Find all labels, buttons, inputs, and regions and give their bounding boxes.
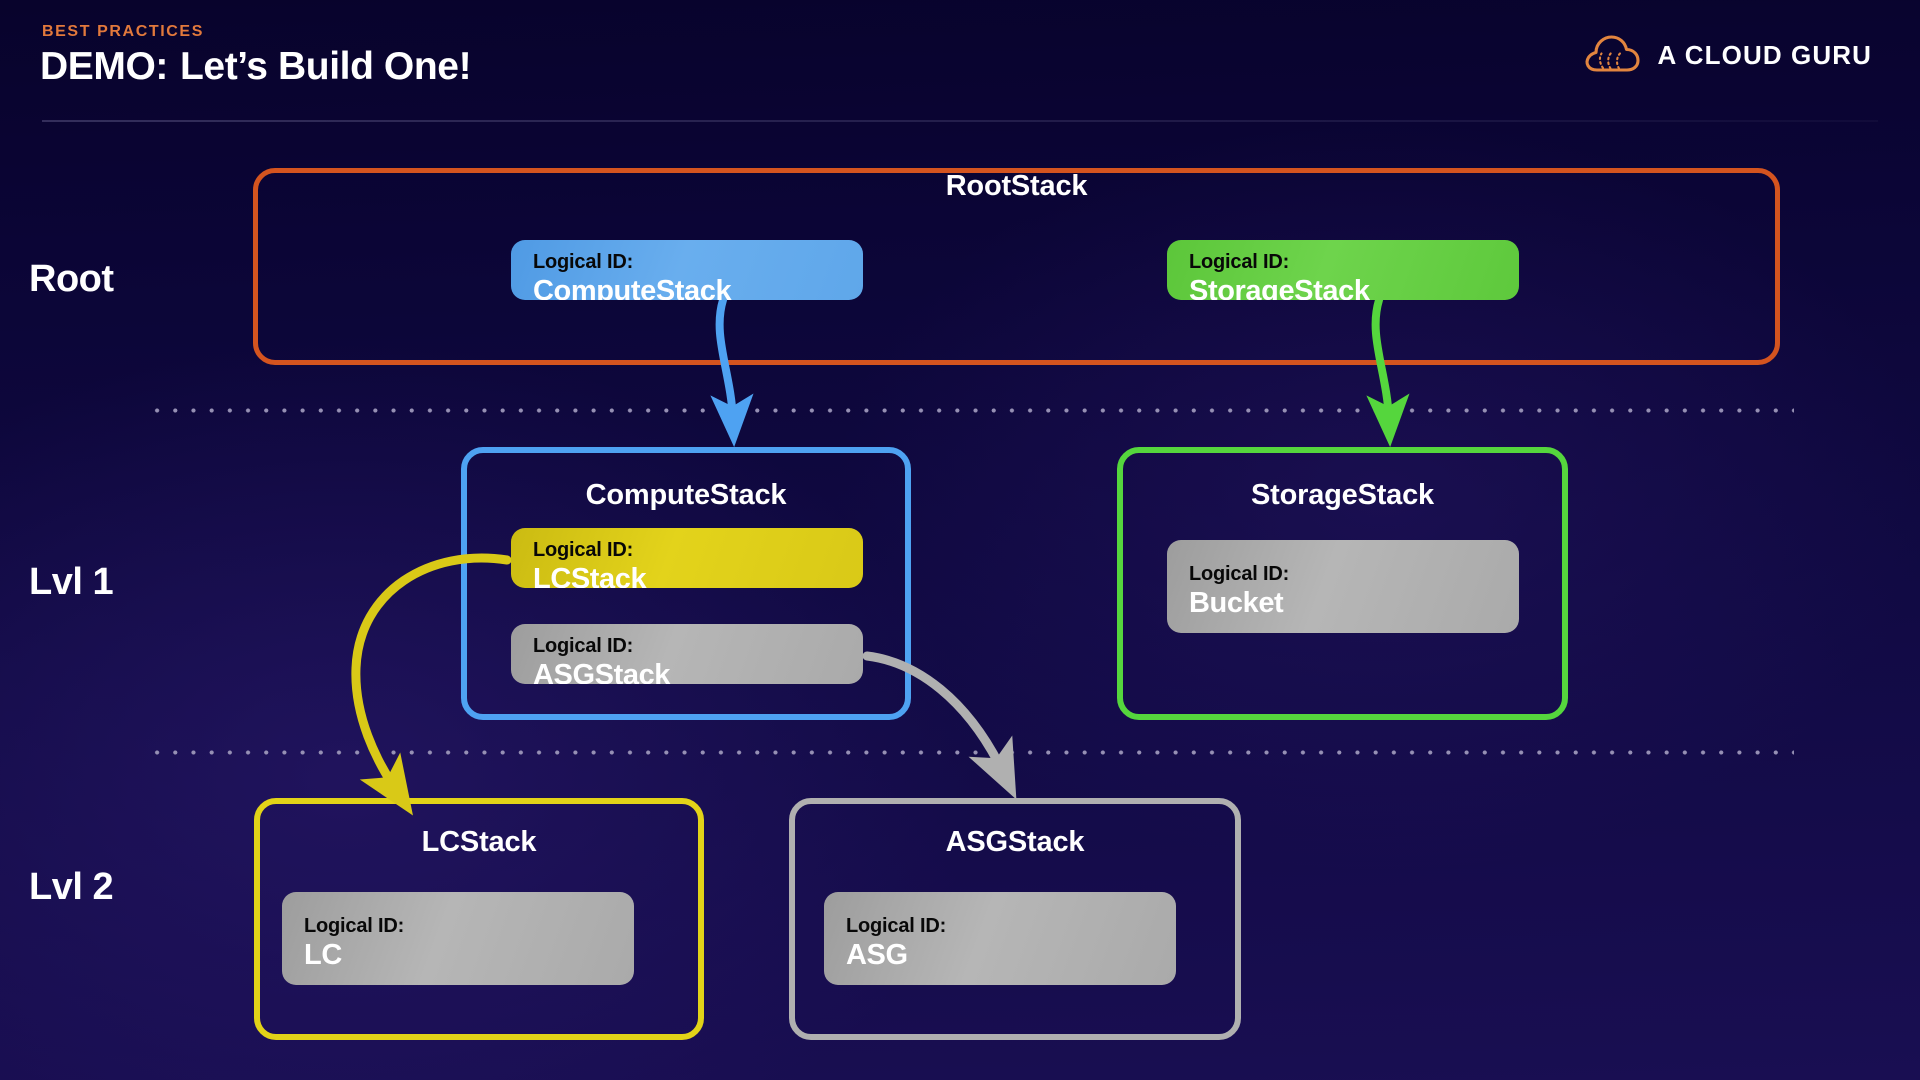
logical-id-label: Logical ID: [533, 251, 634, 273]
group-box-rootstack: RootStack [253, 168, 1780, 365]
logical-id-label: Logical ID: [846, 915, 947, 937]
logical-id-label: Logical ID: [533, 635, 634, 657]
level-label-root: Root [29, 258, 114, 300]
cloud-icon [1583, 32, 1641, 79]
logical-id-label: Logical ID: [1189, 563, 1290, 585]
logical-id-label: Logical ID: [533, 539, 634, 561]
level-label-lvl2: Lvl 2 [29, 866, 114, 908]
page-title-lead: DEMO: [40, 45, 168, 88]
group-box-storagestack: StorageStack [1117, 447, 1568, 720]
logo-text: A CLOUD GURU [1657, 40, 1872, 70]
group-title-asgstack: ASGStack [945, 826, 1085, 858]
group-title-storagestack: StorageStack [1251, 479, 1434, 511]
logical-id-value: StorageStack [1189, 274, 1370, 300]
logical-id-value: LC [304, 938, 342, 971]
logical-id-card-storagestack[interactable]: Logical ID: StorageStack [1167, 240, 1519, 300]
brand-logo: A CLOUD GURU [1583, 32, 1872, 79]
header-divider [42, 120, 1878, 122]
logical-id-card-asg[interactable]: Logical ID: ASG [824, 892, 1176, 985]
logical-id-value: ASG [846, 938, 908, 971]
group-title-computestack: ComputeStack [585, 479, 787, 511]
logical-id-card-lc[interactable]: Logical ID: LC [282, 892, 634, 985]
logical-id-card-lcstack[interactable]: Logical ID: LCStack [511, 528, 863, 588]
page-title: DEMO: Let’s Build One! [40, 45, 472, 89]
logical-id-card-computestack[interactable]: Logical ID: ComputeStack [511, 240, 863, 300]
kicker-label: BEST PRACTICES [42, 23, 204, 40]
logical-id-label: Logical ID: [1189, 251, 1290, 273]
logical-id-value: LCStack [533, 562, 647, 588]
logical-id-value: ASGStack [533, 658, 671, 684]
level-divider-root-lvl1 [148, 408, 1794, 413]
logical-id-value: Bucket [1189, 586, 1284, 619]
page-title-rest: Let’s Build One! [180, 45, 472, 88]
level-divider-lvl1-lvl2 [148, 750, 1794, 755]
level-label-lvl1: Lvl 1 [29, 561, 114, 603]
logical-id-value: ComputeStack [533, 274, 732, 300]
group-title-lcstack: LCStack [421, 826, 537, 858]
group-title-rootstack: RootStack [945, 170, 1088, 202]
group-box-asgstack: ASGStack [789, 798, 1241, 1040]
group-box-lcstack: LCStack [254, 798, 704, 1040]
logical-id-label: Logical ID: [304, 915, 405, 937]
logical-id-card-bucket[interactable]: Logical ID: Bucket [1167, 540, 1519, 633]
logical-id-card-asgstack[interactable]: Logical ID: ASGStack [511, 624, 863, 684]
